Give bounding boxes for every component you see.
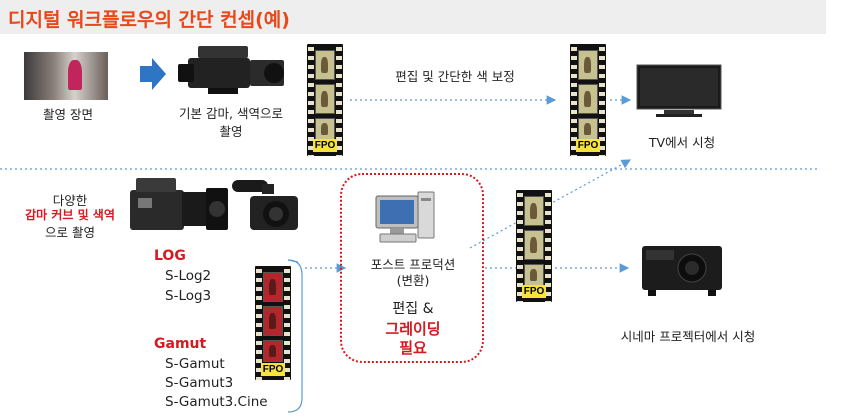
projector-icon — [642, 246, 722, 296]
log-item: S-Log3 — [165, 288, 212, 304]
log-item: S-Log2 — [165, 268, 212, 284]
fpo-label: FPO — [261, 363, 285, 376]
post-line2: (변환) — [396, 273, 430, 288]
tv-icon — [636, 64, 722, 117]
fpo-label: FPO — [313, 139, 337, 152]
gamut-heading: Gamut — [154, 336, 207, 352]
title-bar — [0, 0, 826, 34]
fpo-label: FPO — [576, 139, 600, 152]
gamut-item: S-Gamut3 — [165, 375, 234, 391]
film-strip-icon: FPO — [255, 266, 291, 380]
gamut-item: S-Gamut — [165, 356, 225, 372]
grading-line2: 필요 — [399, 339, 427, 357]
scene-label: 촬영 장면 — [43, 107, 93, 122]
cinecam-line2: 감마 커브 및 색역 — [25, 208, 115, 222]
gamut-item: S-Gamut3.Cine — [165, 394, 268, 410]
edit-label: 편집 및 간단한 색 보정 — [395, 69, 515, 84]
mirrorless-camera-icon — [232, 180, 298, 230]
post-production-box — [340, 173, 484, 363]
film-strip-icon: FPO — [516, 190, 552, 302]
arrow-right-icon — [140, 58, 166, 90]
fpo-label: FPO — [522, 285, 546, 298]
edit-line: 편집 & — [392, 301, 434, 317]
scene-photo — [24, 52, 108, 100]
cinema-label: 시네마 프로젝터에서 시청 — [620, 329, 756, 344]
film-strip-icon: FPO — [570, 44, 606, 156]
cinecam-line1: 다양한 — [52, 193, 88, 208]
cinema-camera-icon — [130, 178, 228, 230]
camera-label-line1: 기본 감마, 색역으로 — [179, 106, 283, 121]
camera-label-line2: 촬영 — [219, 124, 243, 139]
camcorder-icon — [178, 46, 284, 94]
page-title: 디지털 워크플로우의 간단 컨셉(예) — [8, 9, 290, 31]
cinecam-line3: 으로 촬영 — [45, 225, 95, 240]
tv-label: TV에서 시청 — [648, 135, 716, 150]
computer-icon — [375, 191, 435, 243]
log-heading: LOG — [154, 248, 186, 264]
film-strip-icon: FPO — [307, 44, 343, 156]
grading-line1: 그레이딩 — [385, 320, 441, 338]
post-line1: 포스트 프로덕션 — [370, 257, 456, 272]
